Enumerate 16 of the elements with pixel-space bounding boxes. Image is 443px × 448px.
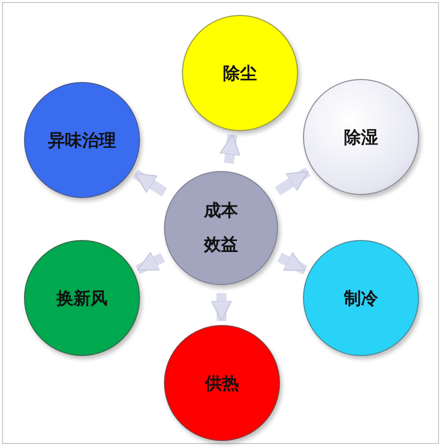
block-arrow: [220, 134, 240, 164]
node-label: 供热: [205, 372, 239, 394]
block-arrow: [132, 169, 168, 196]
node-label: 除湿: [344, 126, 378, 148]
node-label: 异味治理: [48, 130, 116, 152]
circle-node: [164, 171, 278, 285]
block-arrow: [135, 252, 166, 275]
circle-node: [303, 79, 419, 195]
node-label: 成本效益: [203, 200, 239, 257]
block-arrow: [277, 252, 308, 275]
circle-node: [303, 240, 419, 356]
node-label: 除尘: [223, 62, 257, 84]
node-label: 制冷: [344, 288, 378, 310]
block-arrow: [274, 167, 311, 196]
block-arrow: [210, 292, 232, 322]
node-label: 换新风: [56, 288, 108, 310]
